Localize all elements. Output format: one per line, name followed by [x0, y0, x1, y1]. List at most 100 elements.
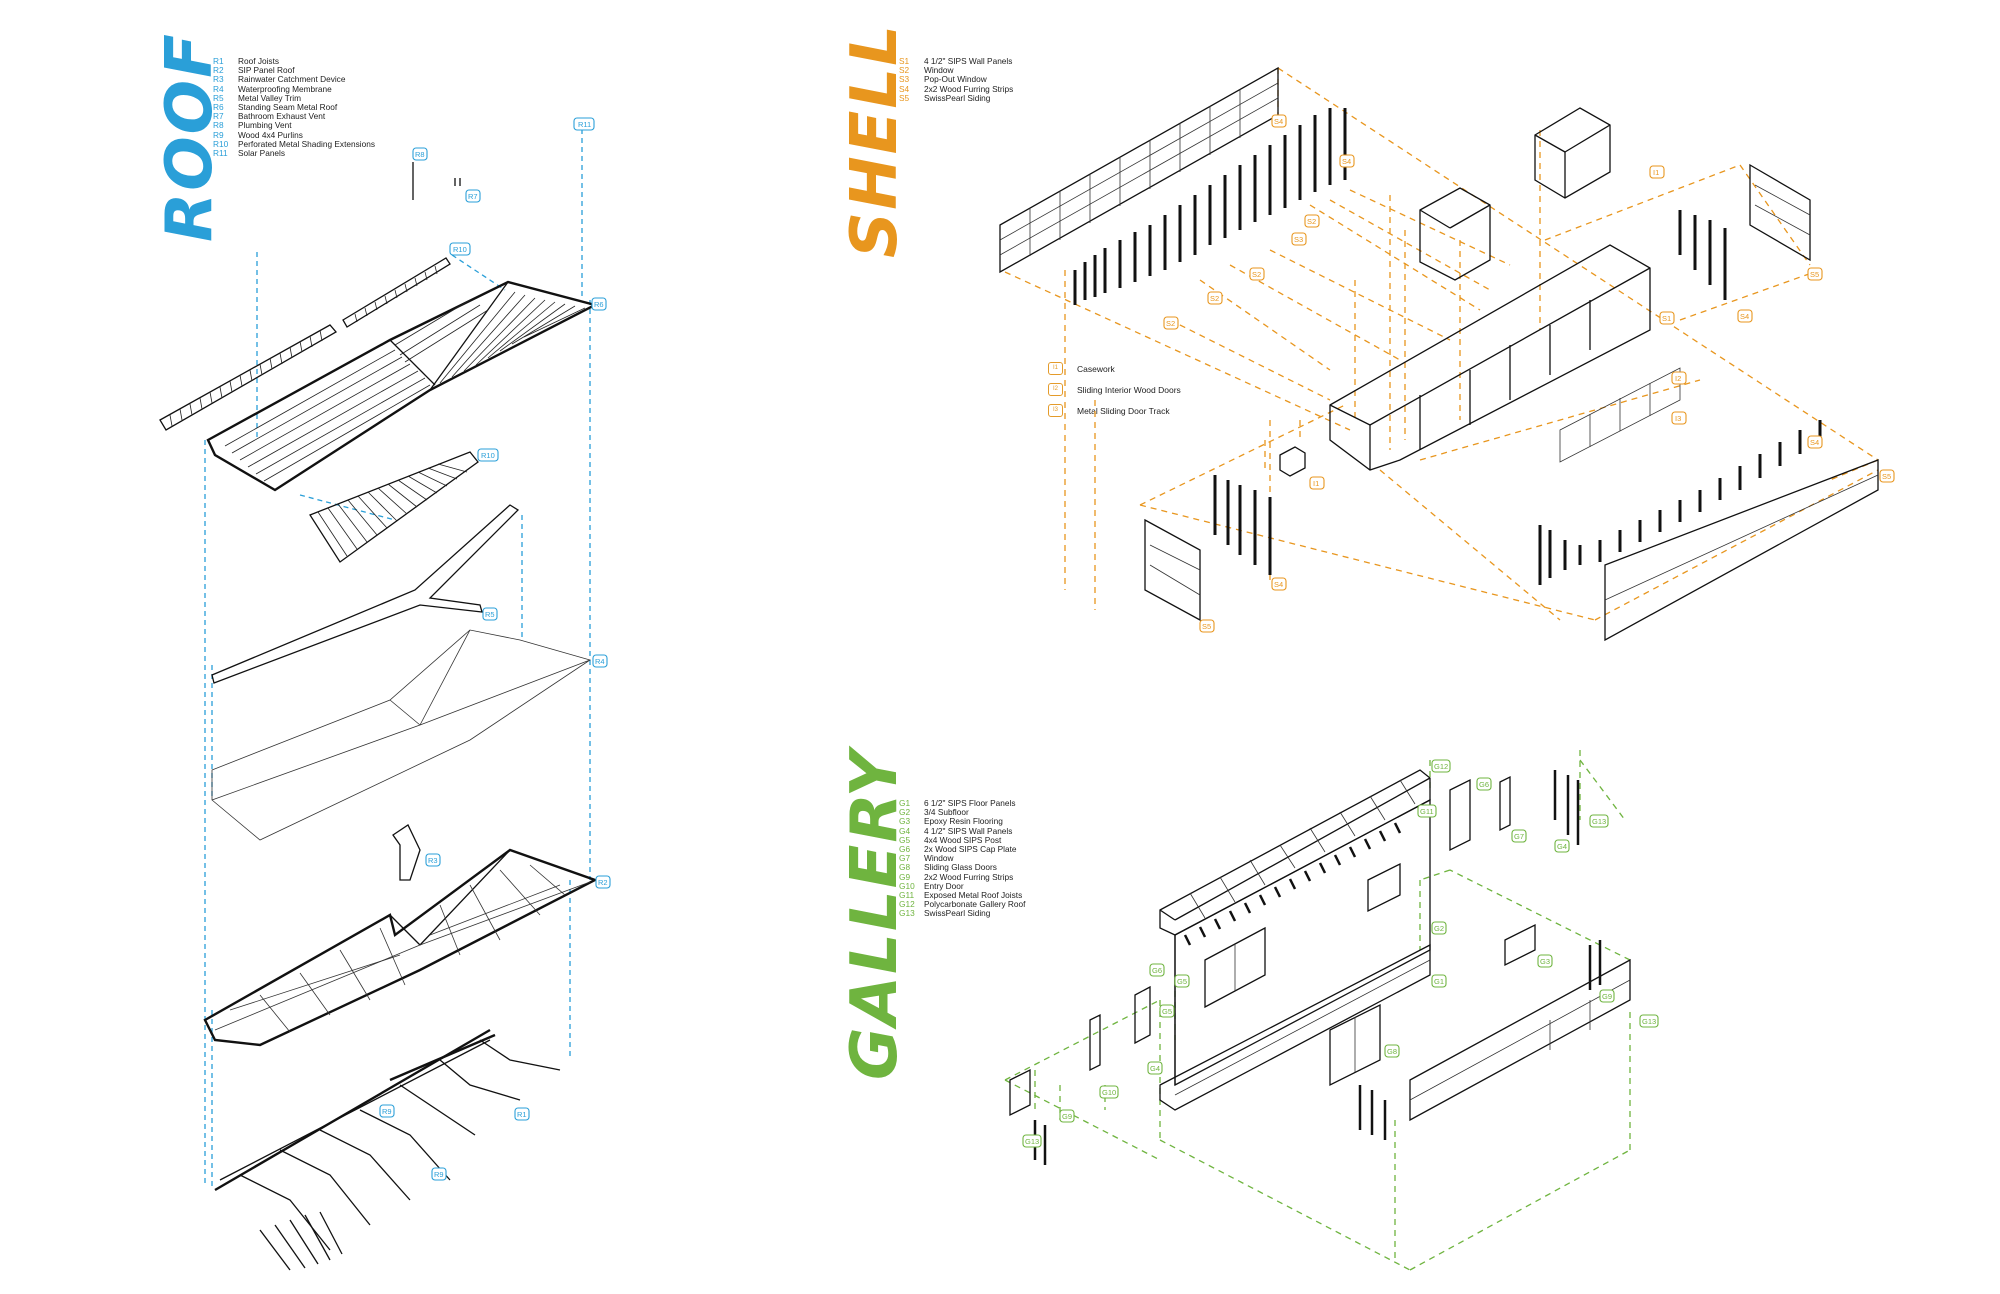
svg-text:R11: R11: [578, 120, 591, 129]
legend-code: G5: [899, 834, 911, 845]
tag-s2-b: S2: [1207, 291, 1223, 305]
legend-code: G6: [899, 844, 911, 855]
tag-g10: G10: [1099, 1085, 1119, 1099]
legend-code: S1: [899, 56, 910, 66]
tag-s1: S1: [1659, 311, 1675, 325]
tag-s4-e: S4: [1271, 577, 1287, 591]
svg-text:G5: G5: [1162, 1007, 1172, 1016]
key-box: I3: [1048, 404, 1063, 417]
legend-label: 2x2 Wood Furring Strips: [924, 83, 1014, 94]
legend-code: R11: [213, 148, 228, 159]
tag-s5-c: S5: [1199, 619, 1215, 633]
tag-r9: R9: [379, 1104, 395, 1118]
tag-s2-c: S2: [1163, 316, 1179, 330]
svg-text:R6: R6: [594, 300, 604, 309]
roof-tags: R11 R8 R7 R10 R6 R10 R5 R4 R3 R2 R1 R9 R…: [379, 117, 611, 1181]
legend-label: Standing Seam Metal Roof: [238, 102, 338, 113]
legend-label: 6 1/2" SIPS Floor Panels: [924, 798, 1016, 808]
gallery-walls: [1159, 798, 1631, 1122]
tag-i3: I3: [1671, 411, 1687, 425]
legend-code: G10: [899, 880, 915, 891]
svg-text:G13: G13: [1642, 1017, 1656, 1026]
legend-label: Solar Panels: [238, 148, 286, 159]
roof-joists: [214, 1028, 561, 1271]
svg-text:S4: S4: [1740, 312, 1749, 321]
svg-text:I1: I1: [1313, 479, 1319, 488]
svg-text:I1: I1: [1653, 168, 1659, 177]
legend-label: Waterproofing Membrane: [238, 83, 332, 94]
svg-text:S5: S5: [1882, 472, 1891, 481]
legend-code: R3: [213, 74, 224, 85]
svg-text:R5: R5: [485, 610, 495, 619]
tag-s2: S2: [1249, 267, 1265, 281]
svg-text:G13: G13: [1025, 1137, 1039, 1146]
svg-text:R7: R7: [468, 192, 478, 201]
svg-text:S5: S5: [1810, 270, 1819, 279]
tag-g8: G8: [1384, 1044, 1400, 1058]
tag-r7: R7: [465, 189, 481, 203]
tag-s2-d: S2: [1304, 214, 1320, 228]
gallery-tags: G12 G11 G6 G13 G7 G4 G2 G1 G3 G6 G5 G5 G…: [1022, 759, 1659, 1148]
svg-text:G6: G6: [1479, 780, 1489, 789]
tag-r10: R10: [449, 242, 471, 256]
legend-code: G13: [899, 908, 915, 919]
gallery-siding: [1033, 770, 1602, 1165]
roof-guides: [204, 120, 591, 1190]
tag-g2: G2: [1431, 921, 1447, 935]
shell-casework: [1279, 107, 1611, 477]
legend-code: S4: [899, 83, 910, 94]
tag-r6: R6: [591, 297, 607, 311]
tag-s4-c: S4: [1737, 309, 1753, 323]
svg-text:S4: S4: [1274, 117, 1283, 126]
legend-row: R3 Rainwater Catchment Device: [213, 75, 375, 84]
legend-label: Window: [924, 65, 954, 76]
svg-text:G4: G4: [1557, 842, 1567, 851]
tag-g1: G1: [1431, 974, 1447, 988]
sip-panel-roof: [203, 848, 599, 1047]
shell-walls: [1329, 244, 1681, 471]
svg-text:G12: G12: [1434, 762, 1448, 771]
svg-text:S5: S5: [1202, 622, 1211, 631]
tag-s5-b: S5: [1879, 469, 1895, 483]
legend-label: Rainwater Catchment Device: [238, 74, 346, 85]
tag-g13-b: G13: [1022, 1134, 1042, 1148]
tag-s4: S4: [1271, 114, 1287, 128]
legend-code: G8: [899, 862, 911, 873]
legend-code: R8: [213, 120, 224, 131]
legend-label: 4 1/2" SIPS Wall Panels: [924, 56, 1013, 66]
legend-label: SIP Panel Roof: [238, 65, 295, 76]
tag-s4-d: S4: [1807, 435, 1823, 449]
legend-code: G9: [899, 871, 911, 882]
svg-text:S3: S3: [1294, 235, 1303, 244]
svg-text:R10: R10: [481, 451, 495, 460]
svg-text:S1: S1: [1662, 314, 1671, 323]
tag-s5: S5: [1807, 267, 1823, 281]
legend-label: Window: [924, 853, 954, 864]
metal-valley-trim: [211, 504, 520, 684]
svg-text:S2: S2: [1252, 270, 1261, 279]
legend-code: G7: [899, 853, 911, 864]
svg-text:G6: G6: [1152, 966, 1162, 975]
svg-text:G9: G9: [1062, 1112, 1072, 1121]
svg-text:S2: S2: [1210, 294, 1219, 303]
legend-code: G3: [899, 816, 911, 827]
legend-label: 3/4 Subfloor: [924, 807, 969, 818]
